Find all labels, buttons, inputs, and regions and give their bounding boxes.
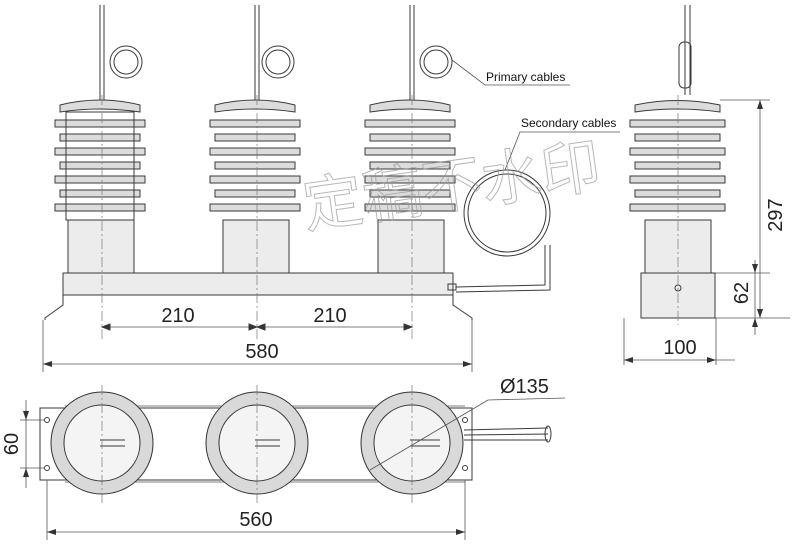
- top-cable-bundle: [463, 425, 552, 443]
- callout-primary-cables: Primary cables: [451, 59, 570, 86]
- callout-secondary-cables: Secondary cables: [504, 116, 620, 171]
- dim-top-depth: 60: [1, 433, 23, 455]
- side-view: 297 62 100: [623, 5, 790, 365]
- dim-spacing-right: 210: [313, 305, 346, 327]
- dim-base-height: 62: [731, 282, 753, 304]
- dim-overall-front: 580: [245, 341, 278, 363]
- dim-top-length: 560: [239, 509, 272, 531]
- dim-diameter: Ø135: [500, 376, 549, 398]
- dimension-spacing: 210 210: [100, 305, 414, 331]
- front-view: Primary cables Secondary cables 210 210 …: [42, 5, 620, 372]
- dim-height-side: 297: [765, 198, 787, 231]
- dim-side-width: 100: [663, 337, 696, 359]
- top-pole-3: [360, 385, 464, 505]
- top-view: Ø135 60 560: [1, 376, 566, 540]
- dim-spacing-left: 210: [161, 305, 194, 327]
- secondary-cables-label: Secondary cables: [521, 116, 616, 130]
- callout-diameter: Ø135: [369, 376, 566, 471]
- top-pole-1: [50, 385, 154, 505]
- insulator-pole-1: [54, 5, 146, 340]
- dimension-overall-front: 580: [42, 320, 473, 372]
- top-pole-2: [205, 385, 309, 505]
- insulator-pole-2: [209, 5, 301, 340]
- primary-cables-label: Primary cables: [486, 70, 565, 84]
- secondary-cable-coil: [463, 169, 551, 257]
- insulator-pole-3: [364, 5, 456, 340]
